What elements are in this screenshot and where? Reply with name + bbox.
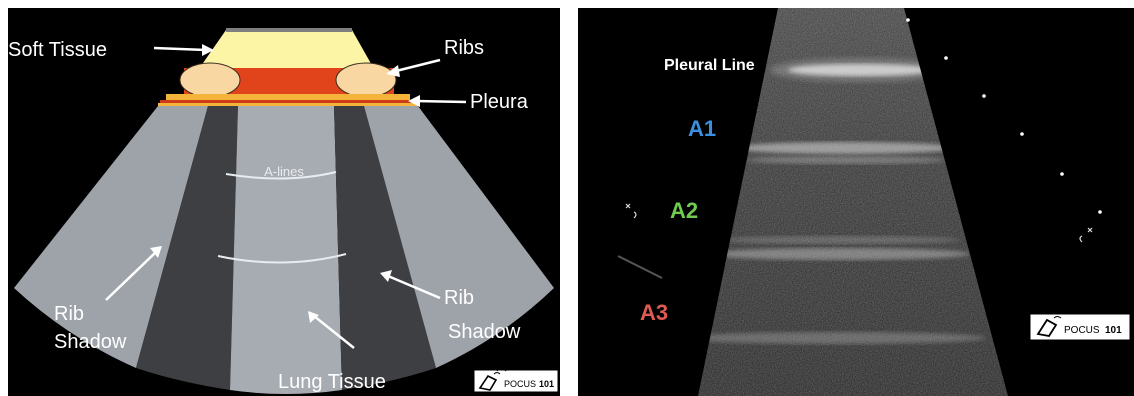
rib-shadow-right-label-line1: Rib (444, 287, 474, 309)
rib-shadow-left-label-line2: Shadow (54, 331, 127, 353)
soft-tissue-label: Soft Tissue (8, 39, 107, 61)
a2-echo (710, 248, 970, 260)
schematic-panel: A-lines Soft Tissue Ribs Pleura Rib Shad… (8, 8, 560, 396)
pocus-logo-right: POCUS 101 (1030, 312, 1130, 341)
ribs-label: Ribs (444, 37, 484, 59)
logo-text: POCUS (1064, 325, 1100, 336)
a1-echo-2 (746, 156, 946, 164)
a2-label: A2 (670, 198, 698, 223)
lung-tissue-label: Lung Tissue (278, 371, 386, 393)
pleura-label: Pleura (470, 91, 529, 113)
pleura-band-lower (158, 103, 418, 106)
logo-number: 101 (539, 379, 554, 389)
rib-shadow-right-label-line2: Shadow (448, 321, 521, 343)
rib-shadow-left-label-line1: Rib (54, 303, 84, 325)
rib-right (336, 63, 396, 97)
a3-echo (686, 332, 986, 344)
a3-label: A3 (640, 300, 668, 325)
lung-tissue-middle (230, 106, 342, 394)
logo-text: POCUS (504, 379, 536, 389)
logo-number: 101 (1105, 325, 1122, 336)
a2-echo-2 (720, 236, 960, 244)
caliper-right-icon (1080, 228, 1092, 242)
depth-dot (944, 56, 948, 60)
pleura-arrow (416, 101, 466, 102)
a1-echo (736, 142, 956, 154)
a-lines-label: A-lines (264, 164, 304, 179)
depth-dot (1098, 210, 1102, 214)
depth-dot (1020, 132, 1024, 136)
pleura-line (160, 100, 416, 103)
probe-top-edge (226, 28, 352, 32)
soft-tissue-arrow (154, 48, 206, 50)
pocus-logo-left: POCUS 101 (474, 369, 558, 393)
pleura-band (166, 94, 410, 100)
rib-left (180, 63, 240, 97)
depth-dot (982, 94, 986, 98)
depth-dot (1060, 172, 1064, 176)
caliper-left-icon (626, 204, 636, 218)
scan-artifact-line (618, 256, 662, 278)
pleural-line-label: Pleural Line (664, 57, 755, 74)
ultrasound-panel: Pleural Line A1 A2 A3 POCUS 101 (578, 8, 1134, 396)
ribs-arrow (392, 60, 440, 72)
schematic-diagram: A-lines Soft Tissue Ribs Pleura Rib Shad… (8, 8, 560, 396)
depth-dot (906, 18, 910, 22)
pleural-line-glow (770, 58, 950, 82)
ultrasound-image: Pleural Line A1 A2 A3 POCUS 101 (578, 8, 1134, 396)
a1-label: A1 (688, 116, 716, 141)
